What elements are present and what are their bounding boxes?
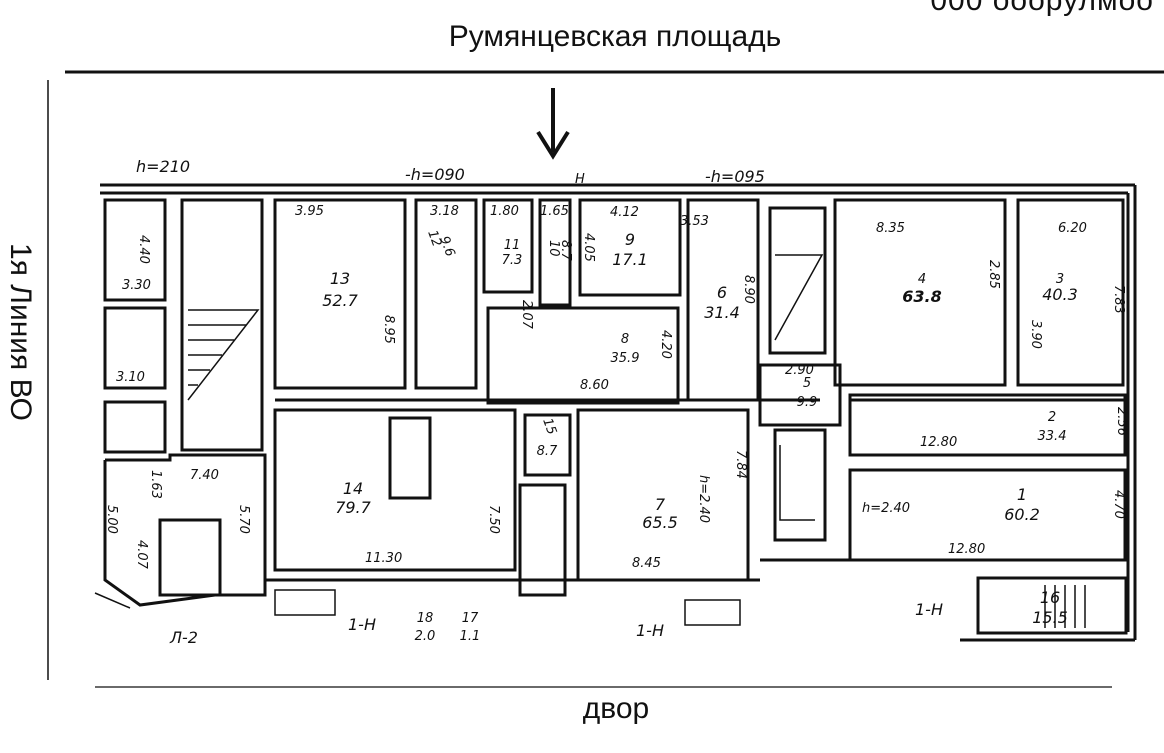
room-area: 8.7: [537, 444, 558, 459]
room-area: 31.4: [704, 303, 740, 322]
room-area: 40.3: [1042, 285, 1078, 304]
cropped-top-text: 000 ооорулмоо: [930, 0, 1154, 17]
dimension: 3.95: [295, 204, 324, 219]
dimension-labels: 3.95 3.18 1.80 1.65 4.12 4.05 3.53 8.95 …: [104, 204, 1129, 571]
dimension: 1.65: [540, 204, 569, 219]
dimension: 1.80: [490, 204, 519, 219]
street-label-top: Румянцевская площадь: [448, 20, 782, 53]
room-number: 6: [717, 283, 727, 302]
dimension: 11.30: [365, 551, 402, 566]
room-area: 65.5: [642, 513, 678, 532]
dimension: 3.30: [122, 278, 151, 293]
room-number: 12: [424, 228, 444, 249]
dimension: 3.10: [116, 370, 145, 385]
room-area: 7.3: [502, 253, 523, 268]
dimension: 4.05: [581, 233, 596, 262]
dimension: 2.90: [785, 363, 814, 378]
dimension: 5.70: [236, 505, 251, 534]
dimension: 6.20: [1058, 221, 1087, 236]
dimension: 2.85: [986, 260, 1001, 289]
entrance-label: 1-H: [915, 600, 943, 619]
entrance-label: Л-2: [169, 628, 198, 647]
room-number: 16: [1040, 588, 1060, 607]
height-label: h=210: [136, 157, 190, 176]
entrance-label: 1-H: [348, 615, 376, 634]
dimension: 3.53: [680, 214, 709, 229]
height-label: -h=095: [705, 167, 765, 186]
dimension: 8.45: [632, 556, 661, 571]
dimension: 8.60: [580, 378, 609, 393]
entrance-arrow-icon: [536, 88, 570, 160]
room-area: 1.1: [460, 629, 481, 644]
room-area: 15.5: [1032, 608, 1068, 627]
room-number: 8: [621, 332, 629, 347]
dimension: 7.83: [1111, 285, 1126, 314]
room-number: 18: [417, 611, 434, 626]
room-number: 7: [655, 495, 666, 514]
room-number: 3: [1056, 272, 1064, 287]
dimension: 4.20: [658, 330, 673, 359]
dimension: 1.63: [148, 470, 163, 499]
height-label: h=2.40: [862, 501, 910, 516]
entrance-label: 1-H: [636, 621, 664, 640]
room-area: 63.8: [902, 287, 941, 306]
dimension: 2.07: [519, 300, 534, 330]
room-area: 9.9: [797, 395, 818, 410]
height-label: h=2.40: [696, 475, 711, 523]
dimension: 8.95: [381, 315, 396, 344]
room-area: 79.7: [335, 498, 371, 517]
room-area: 52.7: [322, 291, 358, 310]
room-area: 60.2: [1004, 505, 1040, 524]
room-number: 4: [918, 272, 926, 287]
height-label: H: [575, 172, 585, 187]
dimension: 4.07: [134, 540, 149, 570]
room-area: 2.0: [415, 629, 436, 644]
dimension: 4.12: [610, 205, 639, 220]
dimension: 3.18: [430, 204, 459, 219]
yard-label-bottom: двор: [582, 692, 650, 725]
dimension: 7.50: [486, 505, 501, 534]
dimension: 4.40: [136, 235, 151, 264]
room-number: 11: [504, 238, 521, 253]
dimension: 5.00: [104, 505, 119, 534]
room-number: 5: [803, 376, 811, 391]
room-number: 10: [546, 240, 561, 257]
room-area: 17.1: [612, 250, 648, 269]
room-number: 13: [330, 269, 350, 288]
dimension: 3.90: [1028, 320, 1043, 349]
room-number: 2: [1048, 410, 1056, 425]
room-area: 35.9: [611, 351, 640, 366]
room-area: 33.4: [1038, 429, 1067, 444]
dimension: 12.80: [920, 435, 957, 450]
room-area: 9.6: [436, 234, 457, 259]
dimension: 2.56: [1114, 407, 1129, 436]
dimension: 8.35: [876, 221, 905, 236]
room-number: 9: [625, 230, 635, 249]
room-area: 8.7: [558, 240, 573, 261]
room-number: 15: [539, 416, 559, 437]
room-number: 17: [462, 611, 479, 626]
dimension: 8.90: [741, 275, 756, 304]
dimension: 12.80: [948, 542, 985, 557]
walls: [94, 183, 1137, 642]
room-number: 1: [1017, 485, 1027, 504]
height-label: -h=090: [405, 165, 465, 184]
dimension: 7.40: [190, 468, 219, 483]
dimension: 7.84: [733, 450, 748, 479]
room-number: 14: [343, 479, 363, 498]
dimension: 4.70: [1111, 490, 1126, 519]
room-labels: 1 60.2 2 33.4 3 40.3 4 63.8 5 9.9 6 31.4…: [322, 228, 1078, 644]
